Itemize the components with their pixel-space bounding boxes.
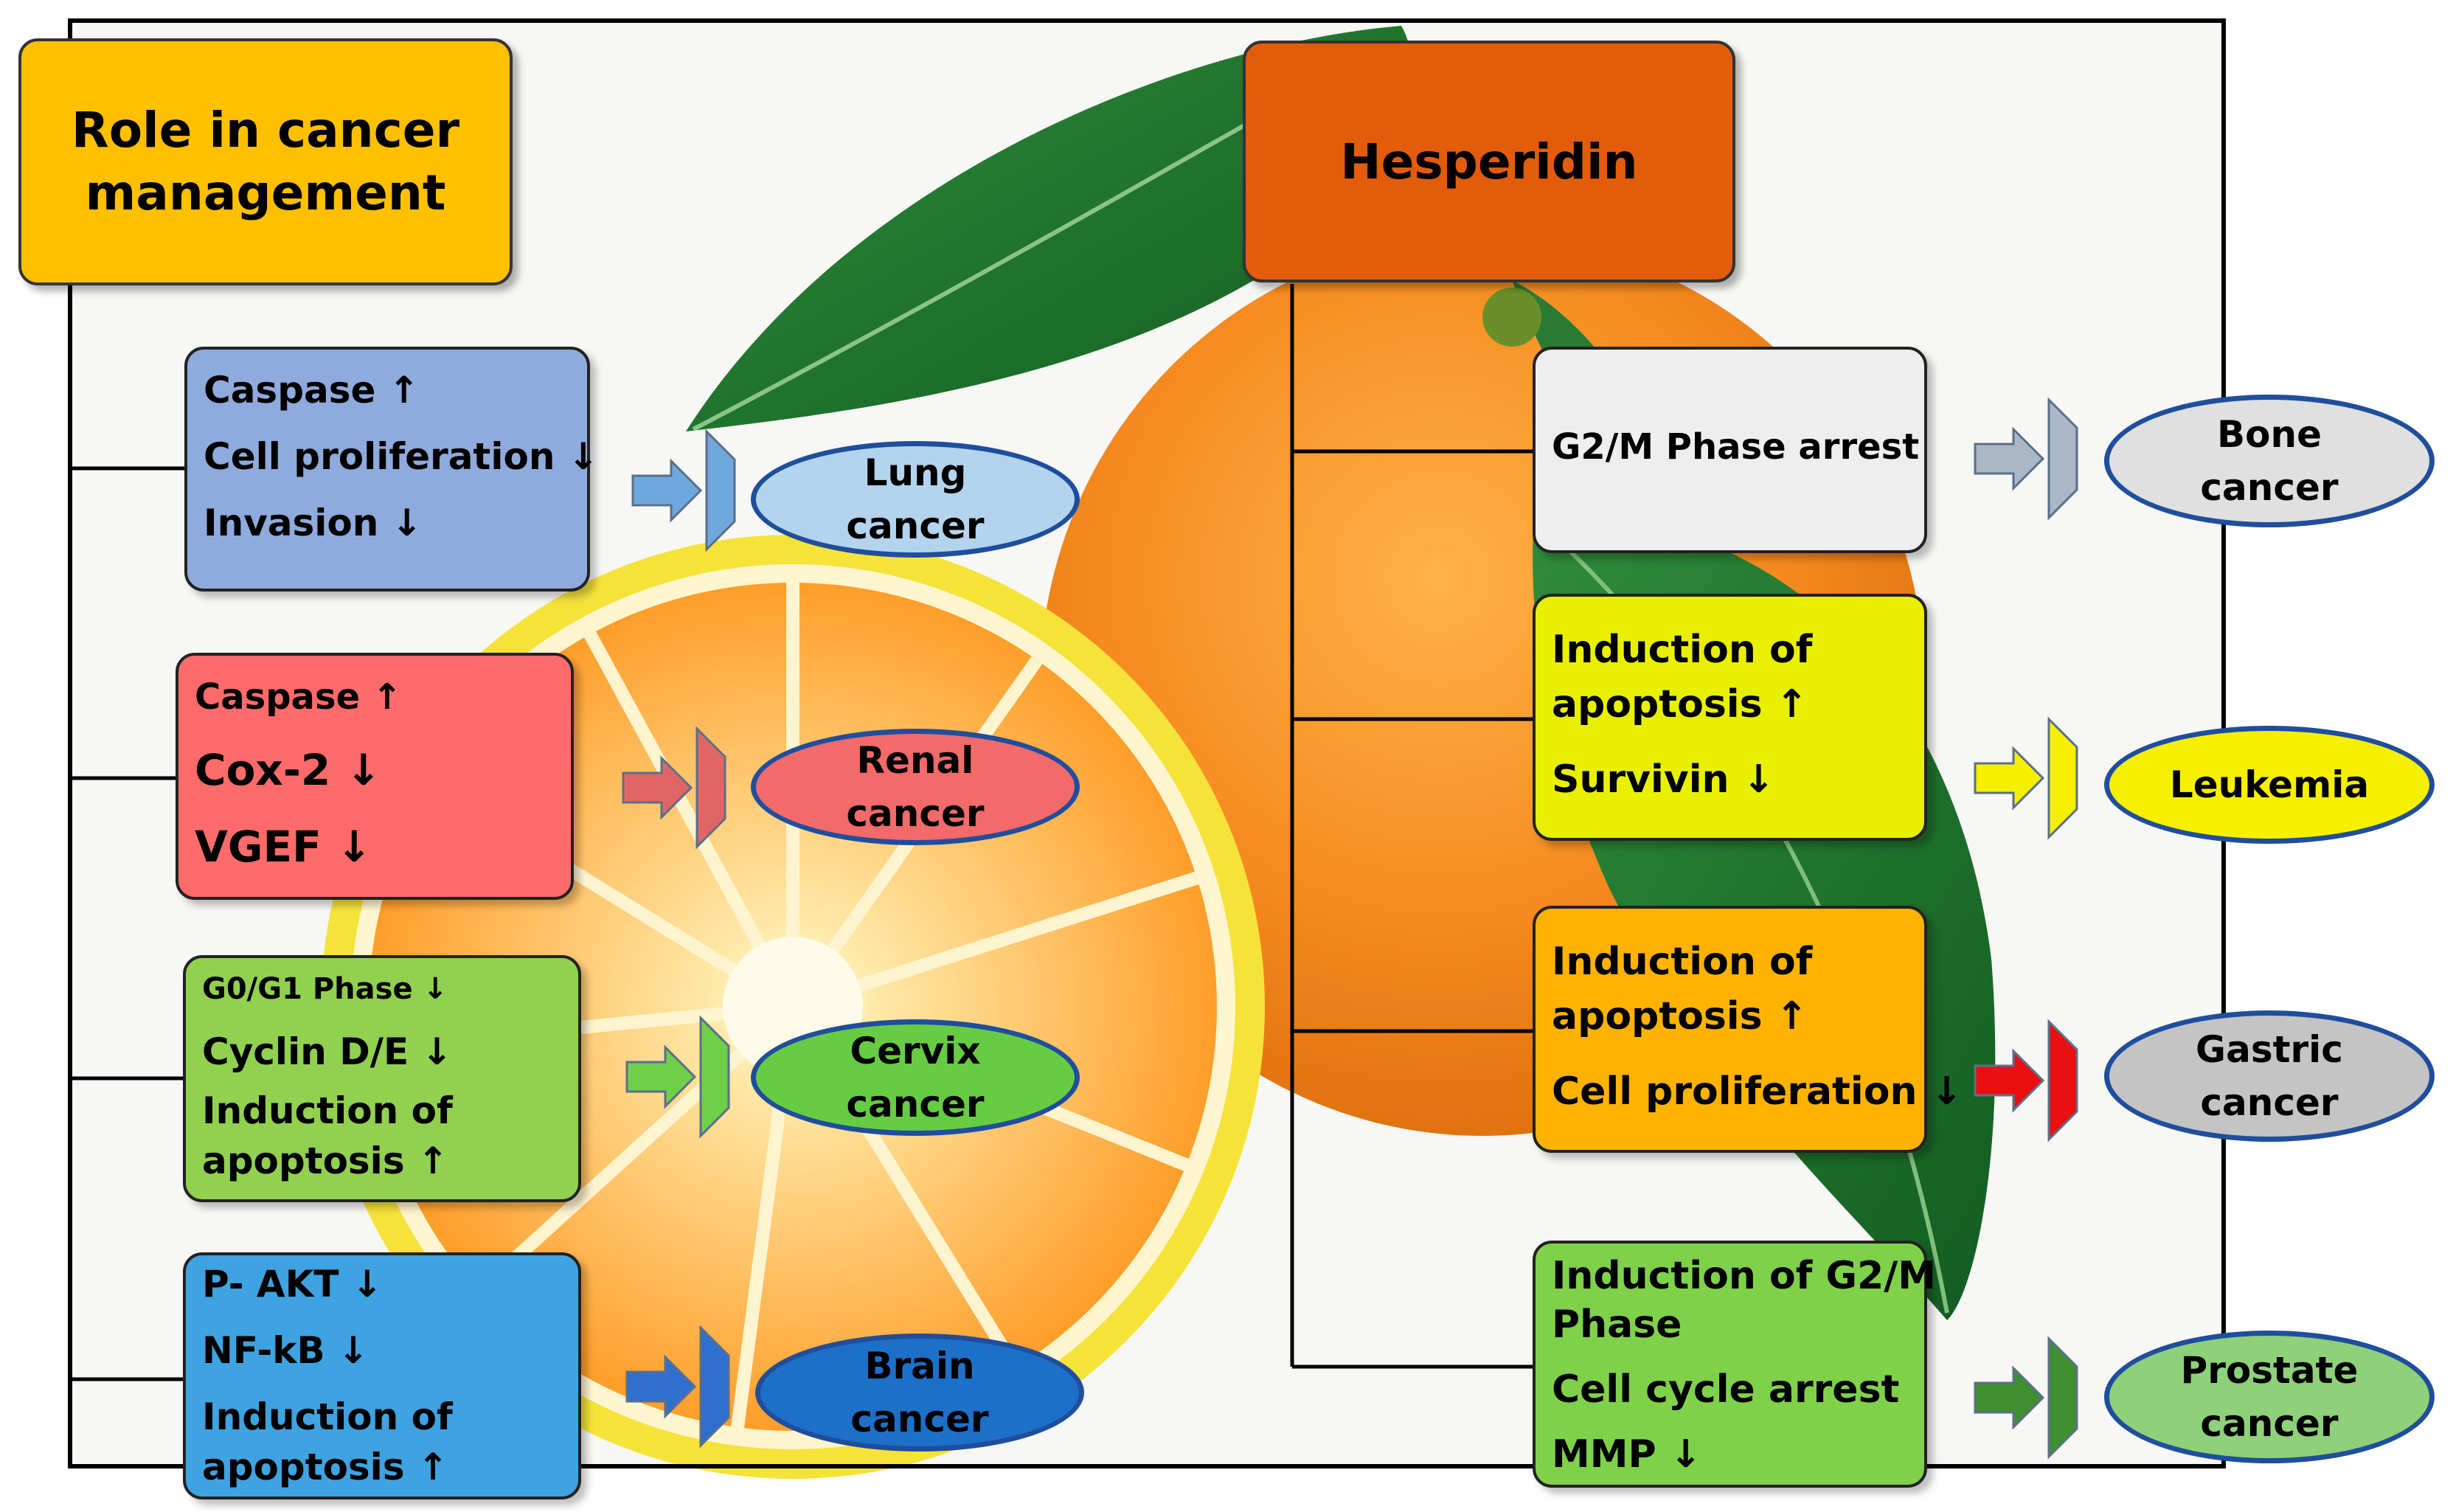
left-box-renal-line: Caspase ↑: [195, 676, 402, 718]
left-box-brain-line: P- AKT ↓: [202, 1263, 383, 1305]
left-box-cervix: G0/G1 Phase ↓ Cyclin D/E ↓ Induction of …: [183, 955, 581, 1202]
right-box-prostate: Induction of G2/M Phase Cell cycle arres…: [1533, 1241, 1937, 1488]
bone-cancer-label: Bone: [2217, 412, 2322, 456]
right-box-prostate-line: Phase: [1552, 1303, 1682, 1347]
right-box-gastric: Induction of apoptosis ↑ Cell proliferat…: [1533, 906, 1963, 1153]
cervix-arrow-plate: [699, 1015, 730, 1139]
leukemia-arrow: [1974, 746, 2045, 811]
right-box-prostate-line: Cell cycle arrest: [1552, 1367, 1900, 1412]
left-box-cervix-line: Cyclin D/E ↓: [202, 1030, 453, 1073]
bone-arrow-plate: [2047, 397, 2078, 521]
lung-arrow: [631, 458, 703, 523]
gastric-arrow: [1974, 1048, 2045, 1113]
prostate-cancer-label: cancer: [2200, 1402, 2339, 1445]
right-box-prostate-line: MMP ↓: [1552, 1432, 1702, 1477]
role-in-cancer-title-box: Role in cancer management: [18, 38, 513, 285]
prostate-arrow-plate: [2047, 1336, 2078, 1460]
hesperidin-title-box: Hesperidin: [1243, 41, 1735, 282]
top-leaf: [686, 26, 1412, 431]
brain-arrow: [625, 1354, 697, 1419]
renal-arrow: [622, 755, 693, 820]
left-box-renal-line: VGEF ↓: [195, 822, 372, 872]
bone-cancer-ellipse: Bone cancer: [2104, 395, 2435, 527]
bone-cancer-label: cancer: [2200, 466, 2339, 509]
bone-arrow: [1974, 426, 2045, 491]
left-box-brain: P- AKT ↓ NF-kB ↓ Induction of apoptosis …: [183, 1252, 581, 1499]
lung-cancer-label: Lung: [864, 451, 967, 494]
right-box-prostate-line: Induction of G2/M: [1552, 1254, 1937, 1298]
gastric-cancer-label: Gastric: [2196, 1027, 2343, 1071]
right-box-bone: G2/M Phase arrest: [1533, 347, 1927, 553]
right-box-bone-line: G2/M Phase arrest: [1552, 426, 1920, 468]
hesperidin-title: Hesperidin: [1340, 133, 1638, 190]
right-box-gastric-line: apoptosis ↑: [1552, 994, 1808, 1038]
left-box-brain-line: Induction of: [202, 1395, 453, 1438]
left-box-brain-line: NF-kB ↓: [202, 1329, 369, 1372]
left-box-lung-line: Invasion ↓: [204, 502, 423, 544]
right-box-leukemia-line: apoptosis ↑: [1552, 682, 1808, 726]
gastric-cancer-ellipse: Gastric cancer: [2104, 1010, 2435, 1142]
lung-arrow-plate: [705, 429, 736, 552]
cervix-arrow: [625, 1044, 697, 1109]
left-connectors: [68, 284, 184, 1446]
prostate-arrow: [1974, 1365, 2045, 1430]
left-box-cervix-line: Induction of: [202, 1089, 453, 1132]
right-connectors: [1290, 284, 1533, 1369]
cervix-cancer-label: cancer: [846, 1083, 985, 1126]
prostate-cancer-label: Prostate: [2180, 1348, 2359, 1392]
renal-cancer-label: Renal: [856, 738, 974, 782]
cervix-cancer-ellipse: Cervix cancer: [751, 1019, 1080, 1136]
left-box-renal-line: Cox-2 ↓: [195, 745, 382, 795]
role-title-line2: management: [85, 164, 446, 221]
gastric-cancer-label: cancer: [2200, 1081, 2339, 1124]
right-box-leukemia: Induction of apoptosis ↑ Survivin ↓: [1533, 594, 1927, 841]
leukemia-label: Leukemia: [2169, 763, 2370, 806]
left-box-cervix-line: apoptosis ↑: [202, 1140, 448, 1182]
lung-cancer-ellipse: Lung cancer: [751, 441, 1080, 558]
left-box-brain-line: apoptosis ↑: [202, 1446, 448, 1488]
renal-cancer-label: cancer: [846, 792, 985, 835]
left-box-cervix-line: G0/G1 Phase ↓: [202, 972, 448, 1006]
gastric-arrow-plate: [2047, 1019, 2078, 1142]
role-title-line1: Role in cancer: [71, 102, 460, 159]
left-box-lung-line: Cell proliferation ↓: [204, 435, 599, 478]
right-box-gastric-line: Cell proliferation ↓: [1552, 1069, 1963, 1114]
renal-cancer-ellipse: Renal cancer: [751, 729, 1080, 845]
brain-arrow-plate: [699, 1325, 730, 1449]
lung-cancer-label: cancer: [846, 504, 985, 547]
right-box-gastric-line: Induction of: [1552, 940, 1813, 984]
left-box-renal: Caspase ↑ Cox-2 ↓ VGEF ↓: [176, 653, 574, 900]
brain-cancer-label: Brain: [864, 1344, 975, 1387]
left-box-lung: Caspase ↑ Cell proliferation ↓ Invasion …: [184, 347, 599, 592]
leukemia-ellipse: Leukemia: [2104, 726, 2435, 844]
left-box-lung-line: Caspase ↑: [204, 369, 420, 412]
leukemia-arrow-plate: [2047, 716, 2078, 840]
brain-cancer-ellipse: Brain cancer: [755, 1334, 1084, 1452]
right-box-leukemia-line: Induction of: [1552, 628, 1813, 672]
prostate-cancer-ellipse: Prostate cancer: [2104, 1331, 2435, 1463]
renal-arrow-plate: [695, 726, 726, 850]
cervix-cancer-label: Cervix: [850, 1029, 981, 1072]
brain-cancer-label: cancer: [850, 1398, 989, 1440]
right-box-leukemia-line: Survivin ↓: [1552, 757, 1775, 802]
